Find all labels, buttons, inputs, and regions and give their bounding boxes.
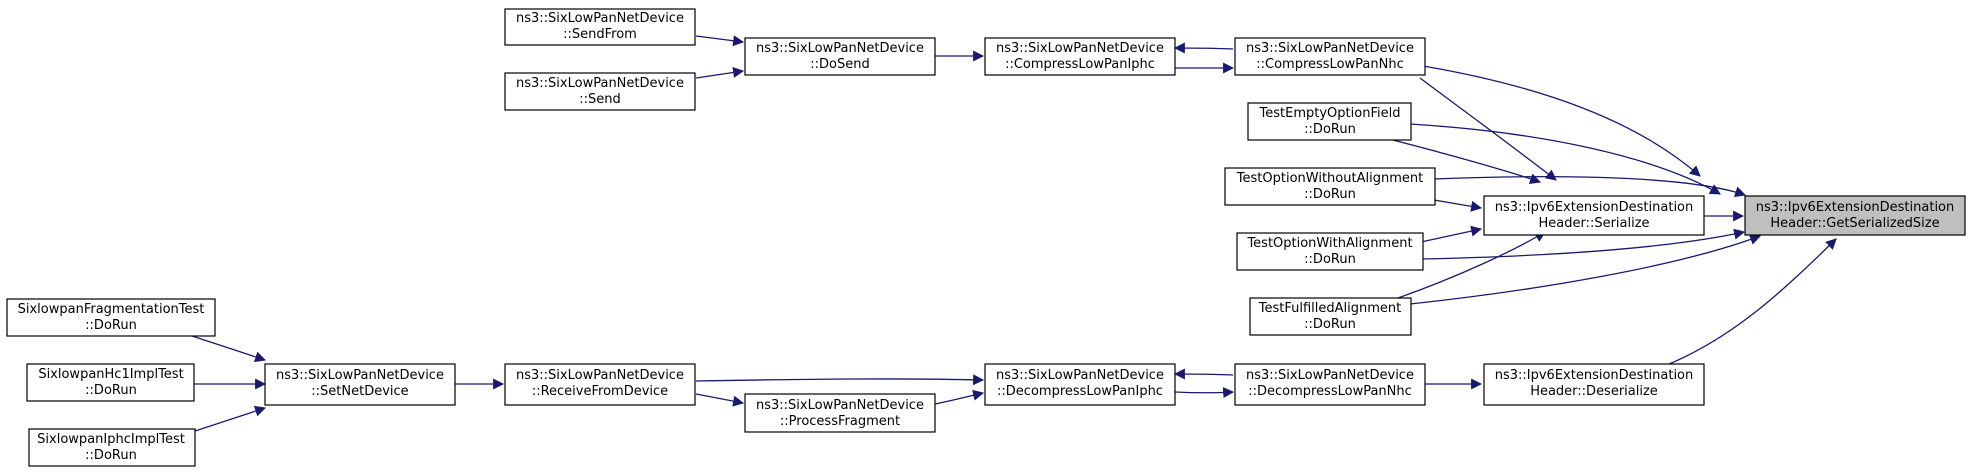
svg-text:ns3::SixLowPanNetDevice: ns3::SixLowPanNetDevice [516, 368, 684, 383]
svg-text:::ReceiveFromDevice: ::ReceiveFromDevice [532, 384, 668, 399]
svg-text:TestOptionWithAlignment: TestOptionWithAlignment [1246, 236, 1412, 251]
svg-text:TestEmptyOptionField: TestEmptyOptionField [1259, 106, 1401, 121]
edge-compressnhc-serialize [1419, 77, 1557, 181]
svg-text:SixlowpanFragmentationTest: SixlowpanFragmentationTest [18, 302, 205, 317]
svg-text:ns3::SixLowPanNetDevice: ns3::SixLowPanNetDevice [996, 368, 1164, 383]
node-testfulfilled[interactable]: TestFulfilledAlignment ::DoRun [1249, 297, 1412, 336]
svg-text:::DoSend: ::DoSend [810, 57, 869, 72]
node-testempty[interactable]: TestEmptyOptionField ::DoRun [1247, 102, 1412, 141]
edge-testwithout-serialize [1433, 199, 1483, 212]
edge-sendfrom-dosend [695, 35, 745, 47]
edge-testwith-getsize [1420, 228, 1746, 260]
node-setnetdevice[interactable]: ns3::SixLowPanNetDevice ::SetNetDevice [264, 363, 456, 406]
svg-text:::DoRun: ::DoRun [1304, 122, 1356, 137]
node-send[interactable]: ns3::SixLowPanNetDevice ::Send [504, 72, 696, 111]
svg-text:TestOptionWithoutAlignment: TestOptionWithoutAlignment [1236, 171, 1423, 186]
svg-text:::DoRun: ::DoRun [85, 448, 137, 463]
edge-receive-decompressiphc [695, 374, 985, 386]
edge-testfulfilled-getsize [1409, 234, 1762, 305]
node-testwith[interactable]: TestOptionWithAlignment ::DoRun [1236, 232, 1424, 271]
svg-text:Header::Serialize: Header::Serialize [1538, 216, 1649, 231]
svg-text:Header::GetSerializedSize: Header::GetSerializedSize [1770, 216, 1939, 231]
node-decompressnhc[interactable]: ns3::SixLowPanNetDevice ::DecompressLowP… [1234, 363, 1426, 406]
svg-text:::Send: ::Send [579, 92, 621, 107]
svg-text:::SendFrom: ::SendFrom [563, 27, 637, 42]
svg-text:::CompressLowPanIphc: ::CompressLowPanIphc [1005, 57, 1155, 72]
svg-text:ns3::SixLowPanNetDevice: ns3::SixLowPanNetDevice [516, 76, 684, 91]
node-iphctest[interactable]: SixlowpanIphcImplTest ::DoRun [28, 428, 196, 467]
edge-testwithout-getsize [1433, 176, 1747, 197]
node-fragtest[interactable]: SixlowpanFragmentationTest ::DoRun [6, 298, 216, 337]
svg-text:::CompressLowPanNhc: ::CompressLowPanNhc [1256, 57, 1403, 72]
svg-text:ns3::Ipv6ExtensionDestination: ns3::Ipv6ExtensionDestination [1495, 368, 1694, 383]
svg-text:::DecompressLowPanIphc: ::DecompressLowPanIphc [997, 384, 1163, 399]
node-decompressiphc[interactable]: ns3::SixLowPanNetDevice ::DecompressLowP… [984, 363, 1176, 406]
edge-testwith-serialize [1420, 225, 1483, 243]
svg-text:::SetNetDevice: ::SetNetDevice [311, 384, 408, 399]
edge-decompressiphc-decompressnhc [1174, 387, 1235, 399]
svg-text:::DoRun: ::DoRun [1304, 187, 1356, 202]
svg-text:ns3::SixLowPanNetDevice: ns3::SixLowPanNetDevice [1246, 41, 1414, 56]
node-serialize[interactable]: ns3::Ipv6ExtensionDestination Header::Se… [1483, 195, 1705, 236]
node-testwithout[interactable]: TestOptionWithoutAlignment ::DoRun [1224, 167, 1436, 206]
node-receive[interactable]: ns3::SixLowPanNetDevice ::ReceiveFromDev… [504, 363, 696, 406]
edge-receive-processfrag [695, 393, 745, 407]
node-compressnhc[interactable]: ns3::SixLowPanNetDevice ::CompressLowPan… [1234, 37, 1426, 76]
node-processfrag[interactable]: ns3::SixLowPanNetDevice ::ProcessFragmen… [744, 393, 936, 433]
svg-text:::DoRun: ::DoRun [1304, 252, 1356, 267]
svg-text:ns3::SixLowPanNetDevice: ns3::SixLowPanNetDevice [1246, 368, 1414, 383]
node-compressiphc[interactable]: ns3::SixLowPanNetDevice ::CompressLowPan… [984, 37, 1176, 76]
svg-text:::DoRun: ::DoRun [1304, 317, 1356, 332]
edge-processfrag-decompressiphc [934, 389, 985, 405]
node-deserialize[interactable]: ns3::Ipv6ExtensionDestination Header::De… [1483, 363, 1705, 406]
edge-decompressnhc-decompressiphc [1173, 368, 1234, 380]
node-hc1test[interactable]: SixlowpanHc1ImplTest ::DoRun [26, 363, 195, 402]
svg-text:SixlowpanHc1ImplTest: SixlowpanHc1ImplTest [38, 367, 183, 382]
svg-text:::DoRun: ::DoRun [85, 383, 137, 398]
svg-text:ns3::SixLowPanNetDevice: ns3::SixLowPanNetDevice [756, 398, 924, 413]
svg-text:::ProcessFragment: ::ProcessFragment [780, 414, 900, 429]
svg-text:::DecompressLowPanNhc: ::DecompressLowPanNhc [1248, 384, 1412, 399]
svg-text:::DoRun: ::DoRun [85, 318, 137, 333]
svg-text:Header::Deserialize: Header::Deserialize [1530, 384, 1658, 399]
svg-text:SixlowpanIphcImplTest: SixlowpanIphcImplTest [37, 432, 185, 447]
node-getsize[interactable]: ns3::Ipv6ExtensionDestination Header::Ge… [1744, 195, 1966, 236]
edges [182, 35, 1837, 434]
svg-text:ns3::SixLowPanNetDevice: ns3::SixLowPanNetDevice [756, 41, 924, 56]
edge-deserialize-getsize [1661, 238, 1837, 368]
node-sendfrom[interactable]: ns3::SixLowPanNetDevice ::SendFrom [504, 8, 696, 46]
edge-iphctest-setnetdevice [188, 405, 267, 434]
nodes: ns3::SixLowPanNetDevice ::SendFrom ns3::… [6, 8, 1966, 467]
edge-testempty-serialize [1384, 137, 1542, 184]
svg-text:ns3::SixLowPanNetDevice: ns3::SixLowPanNetDevice [276, 368, 444, 383]
edge-fragtest-setnetdevice [182, 332, 267, 363]
svg-text:ns3::Ipv6ExtensionDestination: ns3::Ipv6ExtensionDestination [1756, 200, 1955, 215]
edge-send-dosend [695, 67, 745, 79]
node-dosend[interactable]: ns3::SixLowPanNetDevice ::DoSend [744, 37, 936, 76]
svg-text:TestFulfilledAlignment: TestFulfilledAlignment [1258, 301, 1402, 316]
edge-testempty-getsize [1409, 123, 1721, 195]
edge-testfulfilled-serialize [1397, 231, 1546, 299]
svg-text:ns3::SixLowPanNetDevice: ns3::SixLowPanNetDevice [996, 41, 1164, 56]
svg-text:ns3::Ipv6ExtensionDestination: ns3::Ipv6ExtensionDestination [1495, 200, 1694, 215]
svg-text:ns3::SixLowPanNetDevice: ns3::SixLowPanNetDevice [516, 11, 684, 26]
edge-compressnhc-getsize [1422, 65, 1701, 177]
edge-compressnhc-compressiphc [1173, 42, 1234, 54]
